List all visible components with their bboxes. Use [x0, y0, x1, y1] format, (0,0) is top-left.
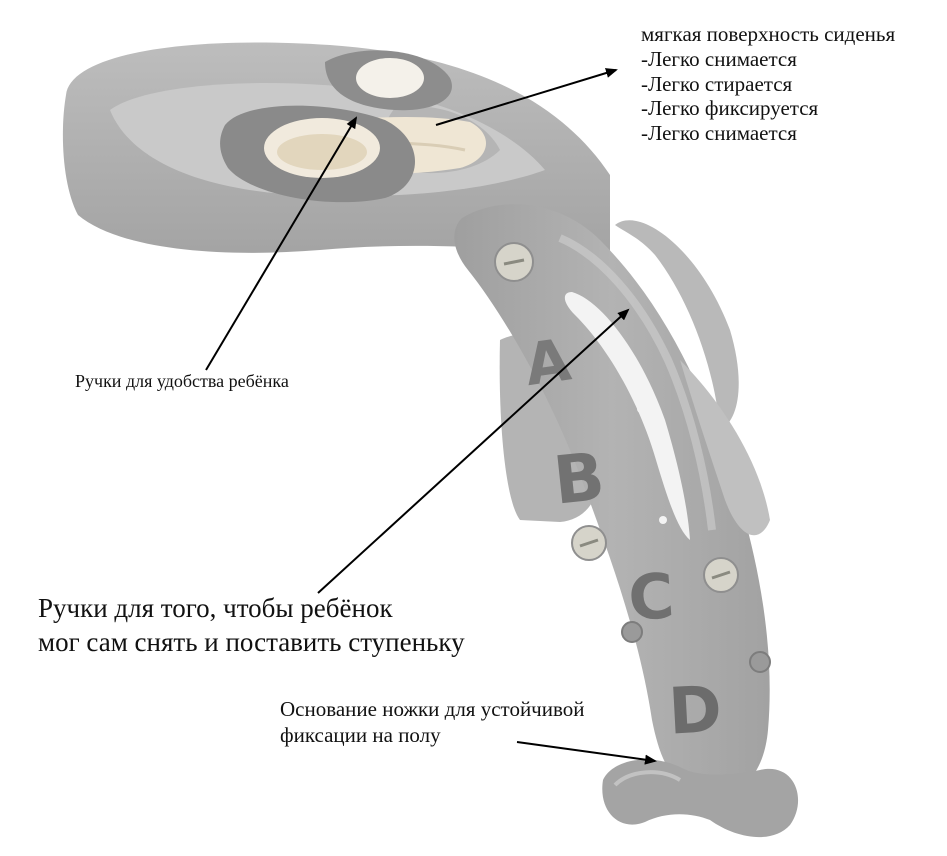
foot-base-line-1: Основание ножки для устойчивой — [280, 697, 585, 721]
child-handles-label: Ручки для удобства ребёнка — [75, 371, 289, 391]
arrow-child-handles — [205, 116, 358, 371]
step-handles-line-1: Ручки для того, чтобы ребёнок — [38, 593, 393, 623]
step-handles-annotation: Ручки для того, чтобы ребёнок мог сам сн… — [38, 592, 465, 660]
seat-ring — [62, 42, 610, 260]
seat-feature-2: -Легко стирается — [641, 71, 793, 96]
ladder-letters: A B C D — [521, 326, 724, 750]
arrow-foot-base — [516, 741, 657, 765]
foot-base-line-2: фиксации на полу — [280, 722, 441, 747]
screw-lower — [703, 557, 739, 593]
step-handle-slot — [564, 292, 690, 540]
pointer-arrows — [205, 68, 657, 765]
screw-middle — [571, 525, 607, 561]
foot-base — [602, 759, 799, 838]
arrow-step-handles — [317, 308, 630, 594]
step-handles-line-2: мог сам снять и поставить ступеньку — [38, 626, 465, 657]
letter-a: A — [521, 326, 575, 400]
screws — [494, 242, 771, 784]
screw-top — [494, 242, 534, 282]
back-handle — [325, 50, 452, 111]
seat-feature-3: -Легко фиксируется — [641, 96, 819, 121]
arrow-seat-surface — [435, 68, 618, 126]
seat-feature-1: -Легко снимается — [641, 46, 797, 71]
seat-surface-heading: мягкая поверхность сиденья — [641, 22, 896, 46]
foot-base-annotation: Основание ножки для устойчивой фиксации … — [280, 697, 585, 748]
seat-surface-annotation: мягкая поверхность сиденья -Легко снимае… — [641, 22, 895, 146]
letter-b: B — [550, 438, 608, 520]
letter-d: D — [667, 673, 724, 750]
seat-feature-4: -Легко снимается — [641, 121, 797, 146]
step-ladder — [454, 204, 770, 796]
front-handle — [220, 105, 415, 203]
